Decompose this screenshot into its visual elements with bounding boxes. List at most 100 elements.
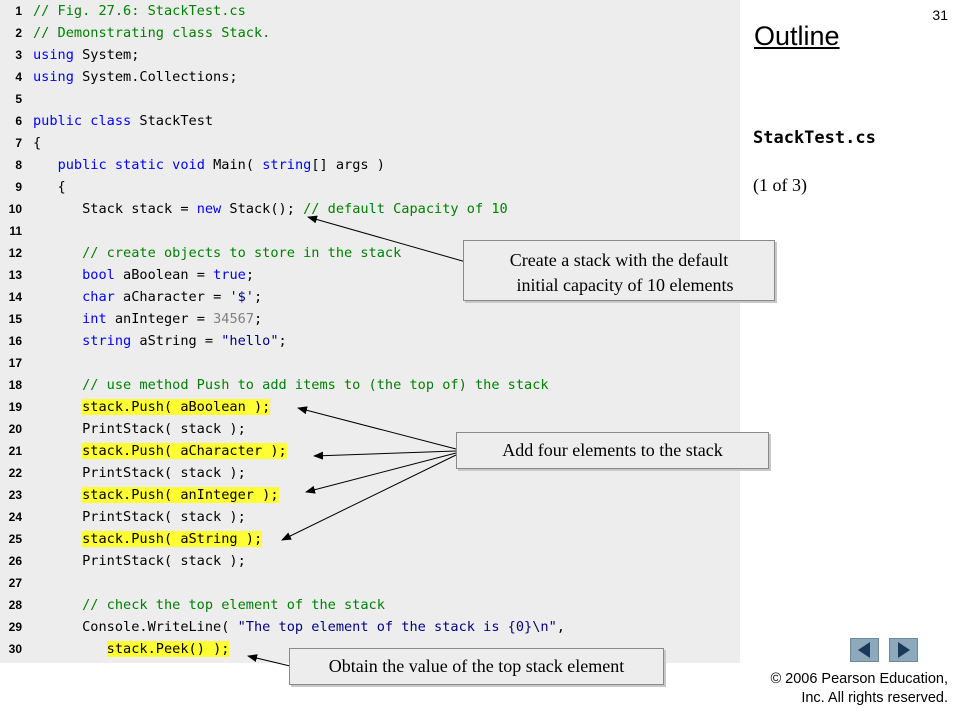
highlighted-code: stack.Push( anInteger ); <box>82 487 279 503</box>
code-token: char <box>82 289 115 305</box>
code-token: PrintStack( stack ); <box>33 509 246 525</box>
code-line: 10 Stack stack = new Stack(); // default… <box>0 198 740 220</box>
code-token: using <box>33 47 74 63</box>
line-number: 4 <box>15 70 22 84</box>
code-text: public class StackTest <box>33 110 213 132</box>
code-token: "The top element of the stack is {0}\n" <box>237 619 557 635</box>
code-token: System; <box>73 47 140 63</box>
previous-slide-button[interactable] <box>850 638 879 662</box>
code-panel: 1// Fig. 27.6: StackTest.cs 2 // Demonstra… <box>0 0 740 663</box>
code-line: 24 PrintStack( stack ); <box>0 506 740 528</box>
code-token: PrintStack( stack ); <box>33 553 246 569</box>
code-text: public static void Main( string[] args ) <box>33 154 385 176</box>
line-number: 25 <box>8 532 22 546</box>
code-line: 2 // Demonstrating class Stack. <box>0 22 740 44</box>
part-label: (1 of 3) <box>753 175 807 195</box>
code-line: 25 stack.Push( aString ); <box>0 528 740 550</box>
code-text: int anInteger = 34567; <box>33 308 262 330</box>
arrow-push-string <box>281 454 457 541</box>
callout-create-stack: Create a stack with the default initial … <box>463 240 775 301</box>
line-number: 18 <box>8 378 22 392</box>
line-number: 9 <box>15 180 22 194</box>
outline-link[interactable]: Outline <box>754 21 840 51</box>
code-line: 11 <box>0 220 740 242</box>
line-number: 17 <box>8 356 22 370</box>
line-number: 12 <box>8 246 22 260</box>
code-token: aString = <box>131 333 222 349</box>
code-line: 17 <box>0 352 740 374</box>
code-line: 20 PrintStack( stack ); <box>0 418 740 440</box>
code-token: public <box>57 157 107 173</box>
code-line: 30 stack.Peek() ); <box>0 638 740 660</box>
line-number: 15 <box>8 312 22 326</box>
line-number: 30 <box>8 642 22 656</box>
line-number: 24 <box>8 510 22 524</box>
triangle-right-icon <box>898 642 910 658</box>
code-line: 9 { <box>0 176 740 198</box>
code-token: string <box>82 333 132 349</box>
highlighted-code: stack.Push( aCharacter ); <box>82 443 287 459</box>
code-token: { <box>33 179 66 195</box>
next-slide-button[interactable] <box>889 638 918 662</box>
line-number: 8 <box>15 158 22 172</box>
code-token: Stack stack = <box>33 201 197 217</box>
line-number: 16 <box>8 334 22 348</box>
callout-peek-text: Obtain the value of the top stack elemen… <box>328 656 625 676</box>
code-token: new <box>196 201 222 217</box>
code-token: anInteger = <box>106 311 214 327</box>
code-text: stack.Push( anInteger ); <box>33 484 279 506</box>
code-token: // default Capacity of 10 <box>303 201 508 217</box>
code-line: 27 <box>0 572 740 594</box>
code-token: Stack(); <box>221 201 304 217</box>
highlighted-code: stack.Push( aBoolean ); <box>82 399 271 415</box>
code-token: System.Collections; <box>73 69 238 85</box>
code-text: stack.Push( aCharacter ); <box>33 440 287 462</box>
code-token: ; <box>278 333 287 349</box>
code-line: 16 string aString = "hello"; <box>0 330 740 352</box>
arrow-push-character <box>313 450 457 460</box>
callout-create-line2: initial capacity of 10 elements <box>516 275 734 295</box>
code-line: 29 Console.WriteLine( "The top element o… <box>0 616 740 638</box>
code-text: PrintStack( stack ); <box>33 418 246 440</box>
code-token: ; <box>254 289 263 305</box>
line-number: 21 <box>8 444 22 458</box>
code-text: using System; <box>33 44 139 66</box>
line-number: 10 <box>8 202 22 216</box>
code-line: 13 bool aBoolean = true; <box>0 264 740 286</box>
arrow-peek <box>247 654 291 667</box>
code-token: Main( <box>204 157 263 173</box>
code-text: // Fig. 27.6: StackTest.cs <box>33 0 246 22</box>
code-token: 34567 <box>213 311 254 327</box>
code-token: PrintStack( stack ); <box>33 465 246 481</box>
code-line: 22 PrintStack( stack ); <box>0 462 740 484</box>
code-token: // check the top element of the stack <box>82 597 385 613</box>
line-number: 26 <box>8 554 22 568</box>
code-token: bool <box>82 267 115 283</box>
code-text: PrintStack( stack ); <box>33 462 246 484</box>
code-line: 18 // use method Push to add items to (t… <box>0 374 740 396</box>
line-number: 2 <box>15 26 22 40</box>
line-number: 3 <box>15 48 22 62</box>
line-number: 13 <box>8 268 22 282</box>
code-text: // create objects to store in the stack <box>33 242 401 264</box>
code-token: true <box>213 267 246 283</box>
copyright-notice: © 2006 Pearson Education, Inc. All right… <box>770 670 948 708</box>
code-token: void <box>172 157 205 173</box>
code-text: // Demonstrating class Stack. <box>33 22 270 44</box>
code-token: int <box>82 311 107 327</box>
code-line: 7{ <box>0 132 740 154</box>
code-line: 19 stack.Push( aBoolean ); <box>0 396 740 418</box>
code-token: [] args ) <box>311 157 385 173</box>
code-token: ; <box>254 311 263 327</box>
code-token: class <box>90 113 132 129</box>
callout-create-line1: Create a stack with the default <box>509 250 729 270</box>
line-number: 14 <box>8 290 22 304</box>
code-token: "hello" <box>221 333 279 349</box>
code-token: aCharacter = <box>114 289 230 305</box>
slide-number: 31 <box>932 7 948 23</box>
line-number: 20 <box>8 422 22 436</box>
code-line: 1// Fig. 27.6: StackTest.cs <box>0 0 740 22</box>
line-number: 11 <box>9 224 22 238</box>
code-text: { <box>33 176 66 198</box>
